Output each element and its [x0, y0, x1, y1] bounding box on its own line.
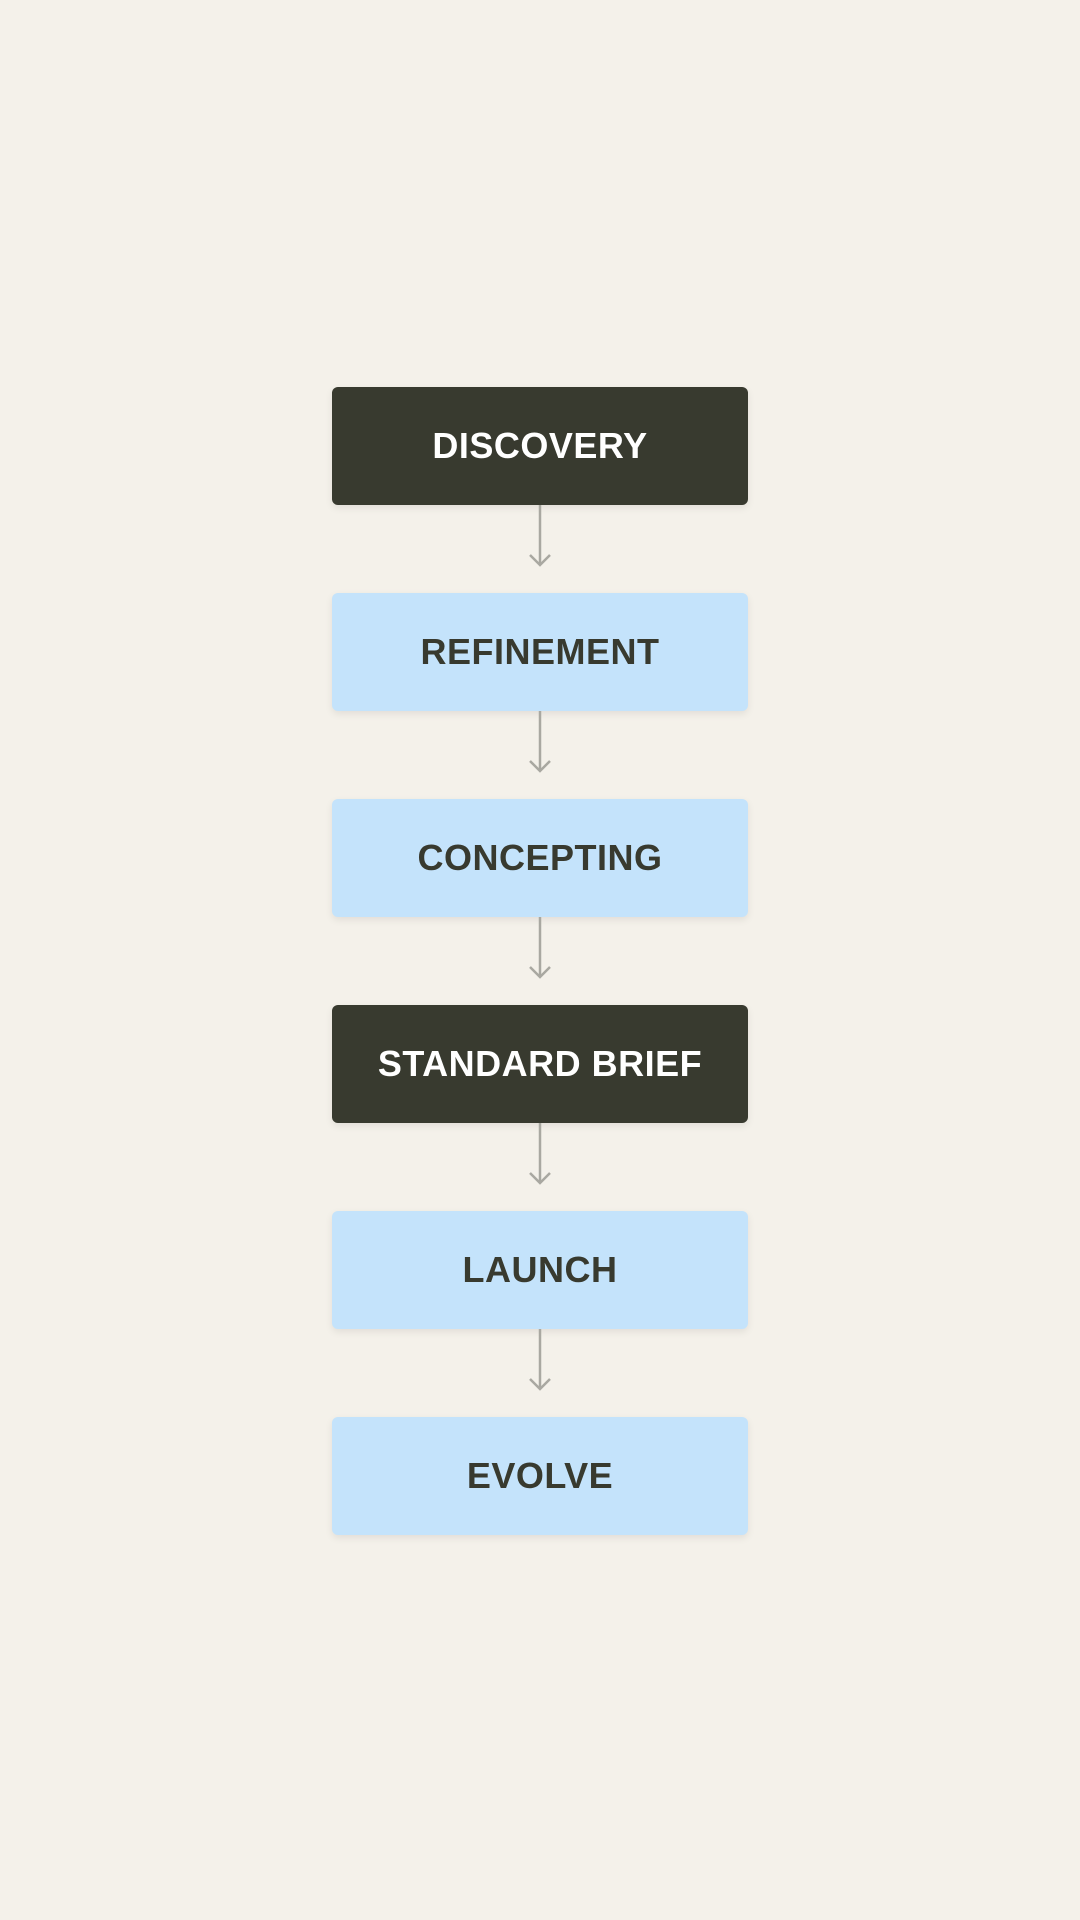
down-arrow-icon — [529, 711, 551, 773]
step-label: LAUNCH — [462, 1249, 618, 1290]
step-discovery: DISCOVERY — [332, 387, 748, 505]
process-flow: DISCOVERY REFINEMENT CONCEPTING STANDARD… — [332, 387, 748, 1535]
down-arrow-icon — [529, 505, 551, 567]
step-refinement: REFINEMENT — [332, 593, 748, 711]
down-arrow-icon — [529, 917, 551, 979]
step-label: DISCOVERY — [432, 425, 648, 466]
step-concepting: CONCEPTING — [332, 799, 748, 917]
step-launch: LAUNCH — [332, 1211, 748, 1329]
step-evolve: EVOLVE — [332, 1417, 748, 1535]
down-arrow-icon — [529, 1123, 551, 1185]
down-arrow-icon — [529, 1329, 551, 1391]
step-label: CONCEPTING — [417, 837, 663, 878]
step-label: STANDARD BRIEF — [377, 1043, 703, 1084]
step-label: EVOLVE — [466, 1455, 614, 1496]
step-label: REFINEMENT — [420, 631, 660, 672]
step-standard-brief: STANDARD BRIEF — [332, 1005, 748, 1123]
